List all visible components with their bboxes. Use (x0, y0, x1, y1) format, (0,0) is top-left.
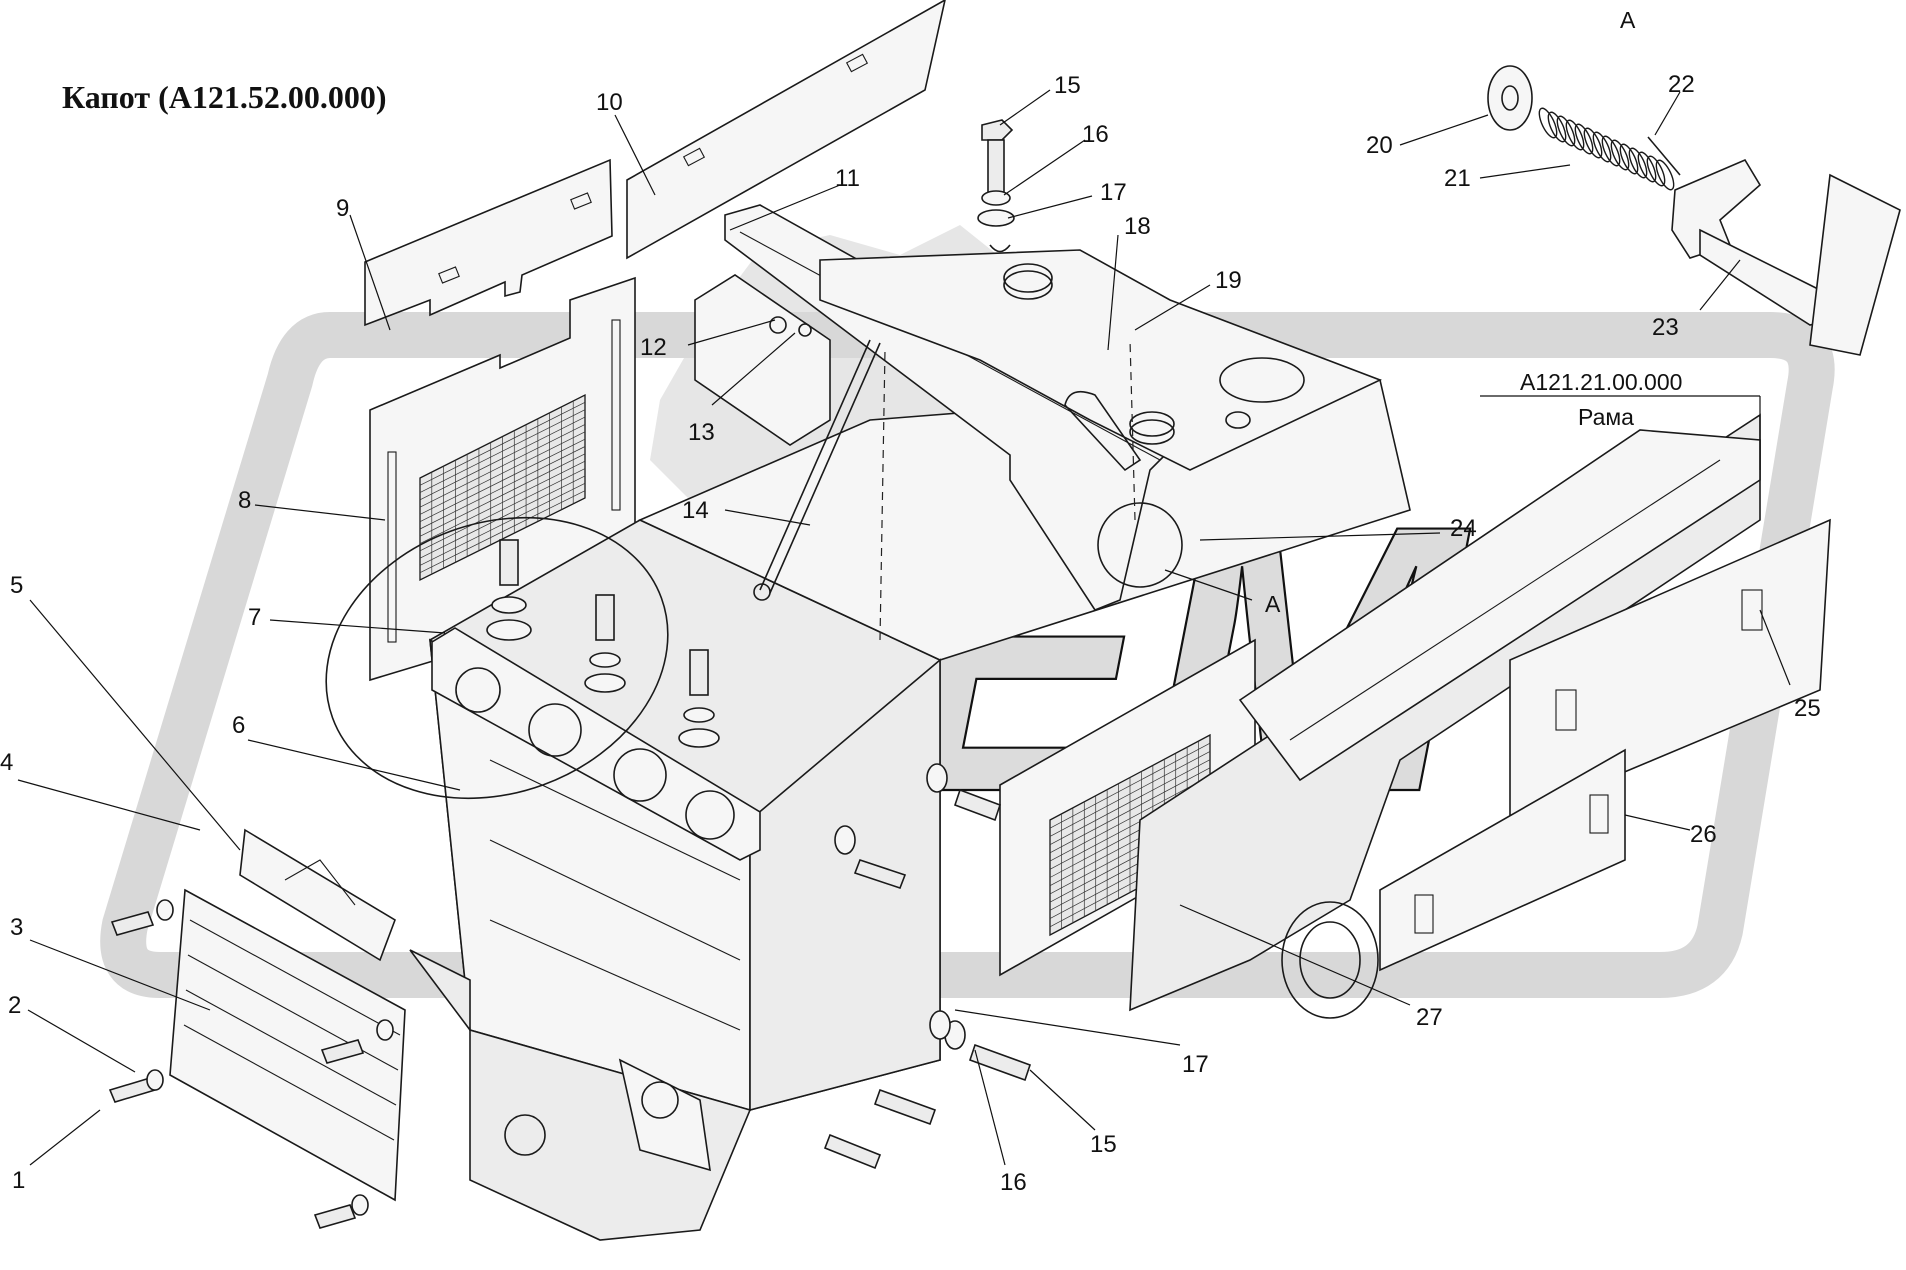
callout-15-bottom: 15 (1090, 1131, 1117, 1158)
spring-coil (1538, 107, 1558, 139)
callout-15-top: 15 (1054, 72, 1081, 99)
mesh-line (419, 453, 586, 537)
mesh-line (419, 446, 586, 530)
detail-a (1487, 65, 1901, 356)
callout-6: 6 (232, 712, 245, 739)
bolts-hood-top (486, 539, 720, 748)
callout-16-bottom: 16 (1000, 1169, 1027, 1196)
spring-21 (1538, 107, 1675, 191)
spring-coil (1655, 159, 1675, 191)
plate-5 (239, 828, 396, 962)
spring-coil (1592, 131, 1612, 163)
spring-coil (1583, 127, 1603, 159)
callout-22: 22 (1668, 71, 1695, 98)
spring-coil (1556, 115, 1576, 147)
ellipse-6 (325, 516, 669, 800)
callout-17-bottom: 17 (1182, 1051, 1209, 1078)
spring-coil (1637, 151, 1657, 183)
callout-16-top: 16 (1082, 121, 1109, 148)
spring-coil (1646, 155, 1666, 187)
callout-14: 14 (682, 497, 709, 524)
gas-strut-14 (753, 339, 881, 601)
callout-18: 18 (1124, 213, 1151, 240)
spring-coil (1619, 143, 1639, 175)
callout-5: 5 (10, 572, 23, 599)
lower-frame (409, 949, 752, 1241)
callout-13: 13 (688, 419, 715, 446)
frame-reference-code: А121.21.00.000 (1520, 369, 1682, 395)
drawing-title: Капот (А121.52.00.000) (62, 79, 387, 115)
bolt-15-top (977, 119, 1015, 253)
grille-3 (169, 888, 406, 1202)
mesh-line (419, 468, 586, 552)
watermark-frame (100, 312, 1835, 998)
callout-2: 2 (8, 992, 21, 1019)
callout-9: 9 (336, 195, 349, 222)
callout-24: 24 (1450, 515, 1477, 542)
mesh-line (419, 475, 586, 559)
callout-4: 4 (0, 749, 13, 776)
detail-callout-label: А (1265, 591, 1281, 617)
mesh-line (419, 490, 586, 574)
spring-coil (1610, 139, 1630, 171)
mesh-line (419, 460, 586, 544)
callout-1: 1 (12, 1167, 25, 1194)
callout-17-top: 17 (1100, 179, 1127, 206)
panel-9 (364, 158, 613, 327)
callout-21: 21 (1444, 165, 1471, 192)
callout-12: 12 (640, 334, 667, 361)
callout-10: 10 (596, 89, 623, 116)
spring-coil (1547, 111, 1567, 143)
spring-coil (1574, 123, 1594, 155)
callout-23: 23 (1652, 314, 1679, 341)
mesh-line (419, 482, 586, 566)
panel-8-mesh (419, 393, 586, 582)
callout-3: 3 (10, 914, 23, 941)
bracket-12 (694, 274, 831, 446)
detail-view-label: А (1620, 7, 1636, 33)
callout-27: 27 (1416, 1004, 1443, 1031)
callout-19: 19 (1215, 267, 1242, 294)
callout-20: 20 (1366, 132, 1393, 159)
callout-11: 11 (835, 165, 860, 192)
frame-reference-name: Рама (1578, 404, 1634, 430)
panel-25 (1509, 518, 1831, 822)
callout-8: 8 (238, 487, 251, 514)
spring-coil (1628, 147, 1648, 179)
bracket-plate-7 (431, 627, 761, 861)
spring-coil (1601, 135, 1621, 167)
callout-7: 7 (248, 604, 261, 631)
panel-26 (1379, 748, 1626, 972)
leader-lines (17, 89, 1791, 1166)
spring-coil (1565, 119, 1585, 151)
panel-10 (626, 0, 946, 260)
dashed-lines (879, 339, 1136, 641)
callout-26: 26 (1690, 821, 1717, 848)
bolts-lower (108, 763, 1032, 1229)
callout-25: 25 (1794, 695, 1821, 722)
frame-rama (1129, 413, 1761, 1019)
callout-numbers: 1 2 3 4 5 6 7 8 9 10 11 12 13 14 15 16 1… (0, 71, 1821, 1196)
